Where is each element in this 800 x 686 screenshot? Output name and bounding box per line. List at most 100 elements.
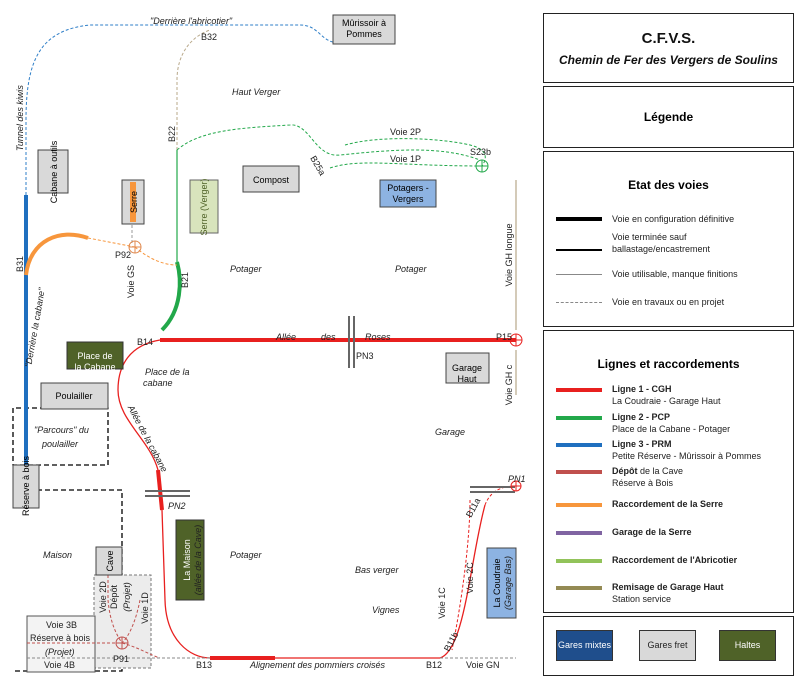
swatch <box>556 301 602 303</box>
b32-label: B32 <box>201 32 217 42</box>
ligne-name: Remisage de Garage Haut <box>612 582 724 592</box>
caption-line: Haut <box>457 374 477 384</box>
ligne-name-rest: de la Cave <box>637 466 684 476</box>
swatch <box>556 416 602 420</box>
tunnel-kiwis-label: Tunnel des kiwis <box>15 85 25 151</box>
ligne-desc: La Coudraie - Garage Haut <box>612 396 721 406</box>
b12-label: B12 <box>426 660 442 670</box>
compost-box: Compost <box>242 165 300 193</box>
b31-label: B31 <box>15 256 25 272</box>
reserve-bois-voie-label: Réserve à bois <box>30 633 91 643</box>
b25a-label: B25a <box>308 154 327 177</box>
abricotier-dashed <box>176 29 211 150</box>
legend-title-panel: Légende <box>543 86 794 148</box>
poulailler-box: Poulailler <box>40 382 109 410</box>
ligne-desc: Petite Réserve - Mûrissoir à Pommes <box>612 451 762 461</box>
depot-sub-label: (Projet) <box>122 582 132 612</box>
caption-line: la Cabane <box>74 362 115 372</box>
b11b-label: B11b <box>442 630 460 653</box>
svg-text:La Coudraie: La Coudraie <box>492 558 502 607</box>
potagers-vergers-label: Potagers -Vergers <box>387 183 429 204</box>
junction-circles <box>115 159 523 650</box>
reserve-bois-voie-zone <box>26 615 96 673</box>
caption-line: Garage <box>452 363 482 373</box>
title-panel: C.F.V.S. Chemin de Fer des Vergers de So… <box>543 13 794 83</box>
ligne-name: Garage de la Serre <box>612 527 692 537</box>
svg-text:Compost: Compost <box>253 175 290 185</box>
derriere-abricotier-label: "Derrière l'abricotier" <box>150 16 233 26</box>
ligne-desc: Place de la Cabane - Potager <box>612 424 731 434</box>
des-label: des <box>321 332 336 342</box>
depot-cave <box>107 565 123 644</box>
cabane-label: cabane <box>143 378 173 388</box>
garage-serre <box>134 246 178 266</box>
voie-1d-label: Voie 1D <box>140 592 150 624</box>
p92-label: P92 <box>115 250 131 260</box>
voie-3b-label: Voie 3B <box>46 620 77 630</box>
etat-title: Etat des voies <box>628 178 709 192</box>
caption-line: Place de <box>77 351 112 361</box>
cave-box: Cave <box>95 546 123 576</box>
etat-label: Voie utilisable, manque finitions <box>612 269 738 279</box>
page-subtitle: Chemin de Fer des Vergers de Soulins <box>559 52 778 67</box>
caption-line: Potagers - <box>387 183 429 193</box>
etat-label: Voie en configuration définitive <box>612 214 735 224</box>
etat-label: Voie en travaux ou en projet <box>612 297 725 307</box>
caption-line: Pommes <box>346 29 382 39</box>
parcours-label: "Parcours" du <box>34 425 89 435</box>
allee-cabane-label: Allée de la cabane <box>125 403 169 474</box>
potager-3-label: Potager <box>230 550 263 560</box>
p15-label: P15 <box>496 332 512 342</box>
allee-label: Allée <box>275 332 296 342</box>
place-de-la-label: Place de la <box>145 367 190 377</box>
ligne1-down <box>161 509 211 659</box>
ligne2-voie1p <box>329 162 483 169</box>
voie-gh-c-label: Voie GH c <box>504 364 514 405</box>
voie-1p-label: Voie 1P <box>390 154 421 164</box>
swatch <box>556 217 602 221</box>
pn1-label: PN1 <box>508 474 526 484</box>
level-crossings <box>145 316 515 497</box>
caption-line: Vergers <box>392 194 424 204</box>
voie-gh-longue-label: Voie GH longue <box>504 223 514 286</box>
b22-label: B22 <box>167 126 177 142</box>
voie-gs-label: Voie GS <box>126 265 136 298</box>
ligne1-bottom <box>275 504 486 659</box>
ligne-name: Ligne 1 - CGH <box>612 384 672 394</box>
swatch <box>556 388 602 392</box>
depot-1d <box>121 599 141 644</box>
ligne-desc: Réserve à Bois <box>612 478 674 488</box>
voie-4b-label: Voie 4B <box>44 660 75 670</box>
svg-text:Serre: Serre <box>129 191 139 213</box>
ligne-name: Dépôt <box>612 466 638 476</box>
swatch <box>556 249 602 251</box>
b11a-label: B11a <box>464 496 482 519</box>
bas-verger-label: Bas verger <box>355 565 400 575</box>
swatch <box>556 503 602 507</box>
voie-2p-label: Voie 2P <box>390 127 421 137</box>
ligne1-voie2c <box>451 499 471 651</box>
ligne-desc: Station service <box>612 594 672 604</box>
ligne2-main <box>160 261 182 332</box>
svg-text:(allée de la Cave): (allée de la Cave) <box>193 525 203 596</box>
potagers-vergers-box: Potagers -Vergers <box>379 179 437 208</box>
b13-label: B13 <box>196 660 212 670</box>
poulailler-line-label: poulailler <box>41 439 79 449</box>
potager-1-label: Potager <box>230 264 263 274</box>
ligne2-voie2p <box>344 138 486 167</box>
swatch <box>556 586 602 590</box>
voie-gn-label: Voie GN <box>466 660 500 670</box>
legend-title: Légende <box>643 110 694 124</box>
gares-fret-box: Gares fret <box>639 630 696 661</box>
serre-box: Serre <box>121 179 145 225</box>
depot-label: Dépôt <box>109 585 119 610</box>
svg-text:Cave: Cave <box>105 550 115 571</box>
reserve-bois-voie-sub-label: (Projet) <box>45 647 75 657</box>
svg-text:Poulailler: Poulailler <box>55 391 92 401</box>
